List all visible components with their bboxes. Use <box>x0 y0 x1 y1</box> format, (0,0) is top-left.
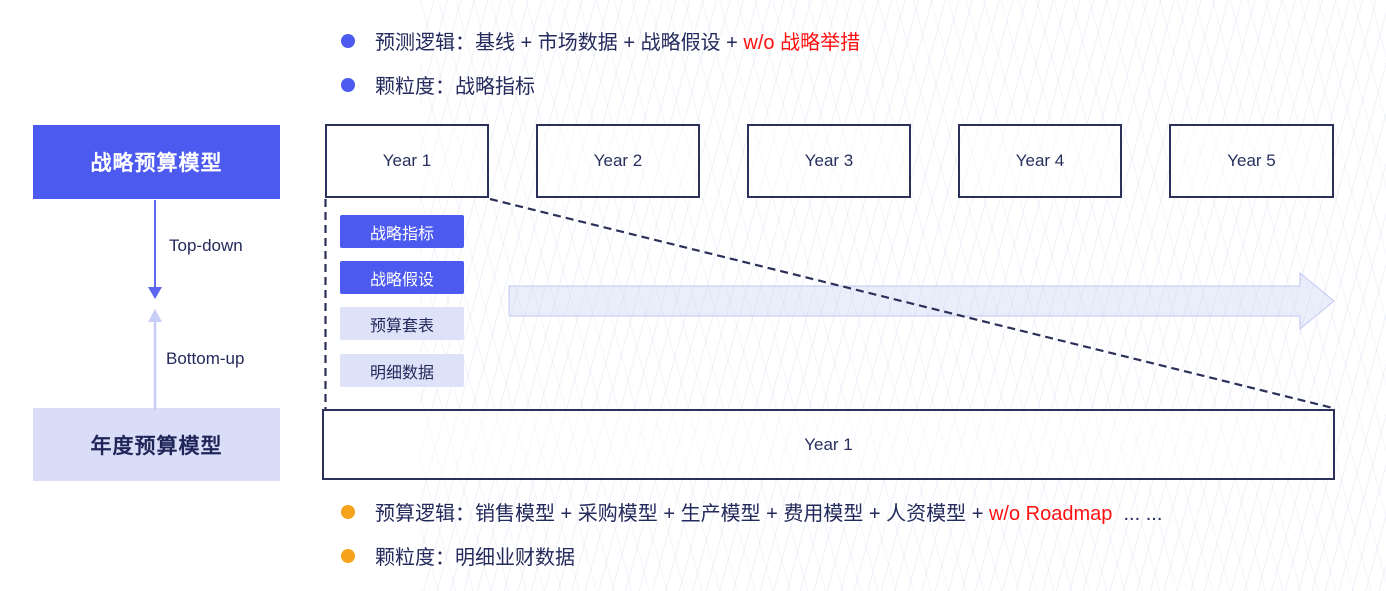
strategic-bullet-list: 预测逻辑：基线 + 市场数据 + 战略假设 + w/o 战略举措 颗粒度：战略指… <box>341 27 860 115</box>
annual-budget-logic-text: 预算逻辑：销售模型 + 采购模型 + 生产模型 + 费用模型 + 人资模型 + … <box>375 497 1162 526</box>
list-item: 颗粒度：战略指标 <box>341 71 860 98</box>
strategic-forecast-logic-text: 预测逻辑：基线 + 市场数据 + 战略假设 + w/o 战略举措 <box>375 26 860 55</box>
annual-year-box: Year 1 <box>322 409 1335 480</box>
year-box-5: Year 5 <box>1169 124 1334 198</box>
top-down-arrow-icon <box>148 200 162 299</box>
list-item: 颗粒度：明细业财数据 <box>341 542 1162 569</box>
bullet-suffix: ... ... <box>1112 503 1163 525</box>
bullet-prefix: 颗粒度：明细业财数据 <box>375 547 575 569</box>
bullet-prefix: 预算逻辑：销售模型 + 采购模型 + 生产模型 + 费用模型 + 人资模型 + <box>375 503 989 525</box>
tag-strategic-indicators: 战略指标 <box>340 215 464 248</box>
top-down-label: Top-down <box>169 236 243 255</box>
bullet-dot-icon <box>341 504 355 519</box>
year-box-2: Year 2 <box>536 124 700 198</box>
strategic-budget-model-label: 战略预算模型 <box>90 152 223 175</box>
strategic-granularity-text: 颗粒度：战略指标 <box>375 70 535 99</box>
tag-budget-tables: 预算套表 <box>340 307 464 340</box>
timeline-arrow-icon <box>508 271 1335 331</box>
year-box-1: Year 1 <box>325 124 489 198</box>
year-box-4: Year 4 <box>958 124 1122 198</box>
bullet-prefix: 颗粒度：战略指标 <box>375 76 535 98</box>
annual-bullet-list: 预算逻辑：销售模型 + 采购模型 + 生产模型 + 费用模型 + 人资模型 + … <box>341 498 1162 586</box>
strategic-budget-model-box: 战略预算模型 <box>33 125 280 199</box>
annual-budget-model-label: 年度预算模型 <box>90 434 223 458</box>
bottom-up-arrow-icon <box>148 309 162 410</box>
bullet-prefix: 预测逻辑：基线 + 市场数据 + 战略假设 + <box>375 32 744 54</box>
list-item: 预测逻辑：基线 + 市场数据 + 战略假设 + w/o 战略举措 <box>341 27 860 54</box>
tag-detail-data: 明细数据 <box>340 354 464 387</box>
bullet-highlight: w/o Roadmap <box>988 503 1113 525</box>
year-box-3: Year 3 <box>747 124 911 198</box>
list-item: 预算逻辑：销售模型 + 采购模型 + 生产模型 + 费用模型 + 人资模型 + … <box>341 498 1162 525</box>
annual-budget-model-box: 年度预算模型 <box>33 408 280 481</box>
bullet-highlight: w/o 战略举措 <box>743 32 861 54</box>
annual-granularity-text: 颗粒度：明细业财数据 <box>375 541 575 570</box>
bullet-dot-icon <box>341 33 355 48</box>
tag-strategic-assumptions: 战略假设 <box>340 261 464 294</box>
bullet-dot-icon <box>341 77 355 92</box>
bullet-dot-icon <box>341 548 355 563</box>
bottom-up-label: Bottom-up <box>166 349 245 368</box>
dashed-connector-diagonal <box>489 197 1334 410</box>
